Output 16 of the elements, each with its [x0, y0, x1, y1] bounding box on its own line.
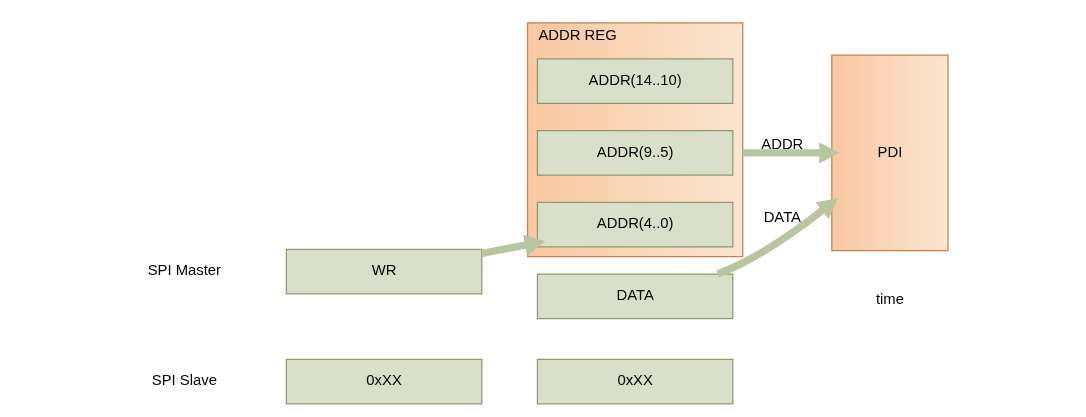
node-box: DATA: [536, 273, 734, 320]
node-box: ADDR(4..0): [536, 201, 734, 248]
arrow: [481, 234, 546, 257]
label: time: [875, 290, 904, 307]
edge-label: ADDR: [761, 135, 804, 152]
edge-label: DATA: [763, 208, 801, 225]
node-box: ADDR(14..10): [536, 58, 734, 104]
arrow: [742, 142, 840, 164]
node-box: PDI: [831, 54, 949, 252]
node-box: WR: [285, 248, 483, 295]
label: SPI Master: [147, 262, 221, 279]
node-box: ADDR(9..5): [536, 129, 734, 176]
arrow: [716, 198, 838, 278]
node-box: 0xXX: [285, 358, 483, 405]
label: SPI Slave: [151, 372, 217, 389]
node-box: 0xXX: [536, 358, 734, 405]
